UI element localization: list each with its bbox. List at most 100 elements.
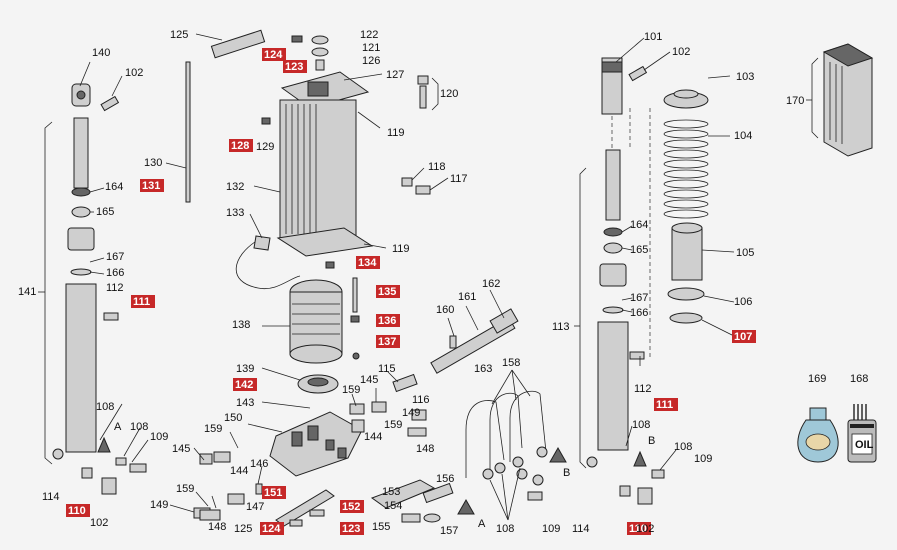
part-number-label: 112 (634, 383, 652, 395)
part-callout: 162 (482, 278, 500, 290)
part-number-label: 102 (125, 67, 143, 79)
part-callout: 118 (428, 161, 446, 173)
part-callout: 143 (236, 397, 254, 409)
right-cylinder-assembly (574, 37, 735, 505)
part-number-label: 101 (644, 31, 662, 43)
bolt-102 (100, 95, 120, 112)
part-number-label: 138 (232, 319, 250, 331)
part-number-label: 104 (734, 130, 752, 142)
center-power-unit (165, 29, 449, 527)
part-callout-highlighted: 123 (283, 60, 307, 73)
sleeve-105 (671, 227, 703, 281)
manifold-150 (269, 411, 363, 477)
part-number-label: 169 (808, 373, 826, 385)
part-callout: 108 (496, 523, 514, 535)
part-callout: 109 (150, 431, 168, 443)
part-number-label: 144 (364, 431, 382, 443)
part-callout: 165 (630, 244, 648, 256)
part-number-label: 147 (246, 501, 264, 513)
part-number-label: 102 (90, 517, 108, 529)
part-callout: 169 (808, 373, 826, 385)
left-cylinder-assembly (38, 61, 149, 495)
part-number-label: 126 (362, 55, 380, 67)
part-number-label: 103 (736, 71, 754, 83)
part-callout-highlighted: 142 (233, 378, 257, 391)
part-number-label: 159 (342, 384, 360, 396)
oil-can-icon: OIL (847, 404, 877, 463)
callout-highlight-box (732, 330, 756, 343)
motor-138 (289, 291, 343, 355)
part-number-label: 118 (428, 161, 446, 173)
part-callout: 141 (18, 286, 36, 298)
part-number-label: 166 (106, 267, 124, 279)
part-callout: 163 (474, 363, 492, 375)
part-callout: 166 (106, 267, 124, 279)
part-number-label: 108 (632, 419, 650, 431)
part-callout: 145 (360, 374, 378, 386)
part-number-label: 145 (172, 443, 190, 455)
part-number-label: 135 (378, 286, 396, 298)
part-number-label: 148 (416, 443, 434, 455)
part-number-label: 149 (402, 407, 420, 419)
part-callout: 129 (256, 141, 274, 153)
part-number-label: 137 (378, 336, 396, 348)
part-number-label: 134 (358, 257, 377, 269)
part-number-label: 167 (106, 251, 124, 263)
callout-highlight-box (376, 285, 400, 298)
part-callout-highlighted: 152 (340, 500, 364, 513)
part-number-label: 165 (630, 244, 648, 256)
part-callout: 106 (734, 296, 752, 308)
part-number-label: 119 (387, 127, 405, 139)
callout-highlight-box (233, 378, 257, 391)
part-callout: 109 (694, 453, 712, 465)
part-callout-highlighted: 134 (356, 256, 380, 269)
part-callout: 153 (382, 486, 400, 498)
part-callout: 157 (440, 525, 458, 537)
part-number-label: B (563, 467, 570, 479)
part-number-label: 159 (176, 483, 194, 495)
part-number-label: 108 (96, 401, 114, 413)
gasket-119 (276, 227, 374, 257)
part-callout: 108 (632, 419, 650, 431)
part-number-label: 167 (630, 292, 648, 304)
part-number-label: 146 (250, 458, 268, 470)
part-callout: 148 (416, 443, 434, 455)
part-callout: 126 (362, 55, 380, 67)
part-callout-highlighted: 110 (66, 504, 90, 517)
part-callout: 155 (372, 521, 390, 533)
part-callout: 119 (387, 127, 405, 139)
valve-end-162 (489, 308, 519, 334)
part-number-label: 158 (502, 357, 520, 369)
bracket-141 (44, 121, 53, 465)
part-callout: 127 (386, 69, 404, 81)
part-callout: 115 (378, 363, 396, 375)
rod-right (605, 149, 621, 221)
part-callout: 158 (502, 357, 520, 369)
fitting-115 (392, 373, 418, 393)
part-number-label: 110 (68, 505, 86, 517)
part-callout: 102 (125, 67, 143, 79)
part-number-label: 124 (264, 49, 283, 61)
part-callout: 113 (552, 321, 570, 333)
part-number-label: 105 (736, 247, 754, 259)
part-number-label: 109 (542, 523, 560, 535)
bracket-125-top (210, 29, 266, 59)
part-number-label: 150 (224, 412, 242, 424)
part-callout: 149 (402, 407, 420, 419)
part-number-label: 159 (204, 423, 222, 435)
part-number-label: 113 (552, 321, 570, 333)
part-number-label: 161 (458, 291, 476, 303)
part-callout: 144 (230, 465, 248, 477)
part-number-label: 111 (656, 399, 673, 411)
part-number-label: 143 (236, 397, 254, 409)
callout-highlight-box (262, 48, 286, 61)
callout-highlight-box (283, 60, 307, 73)
part-number-label: 130 (144, 157, 162, 169)
part-callout: 144 (364, 431, 382, 443)
bolt-112 (103, 312, 119, 321)
part-callout-highlighted: 131 (140, 179, 164, 192)
part-number-label: A (114, 421, 122, 433)
part-callout: 154 (384, 500, 402, 512)
part-number-label: 124 (262, 523, 281, 535)
